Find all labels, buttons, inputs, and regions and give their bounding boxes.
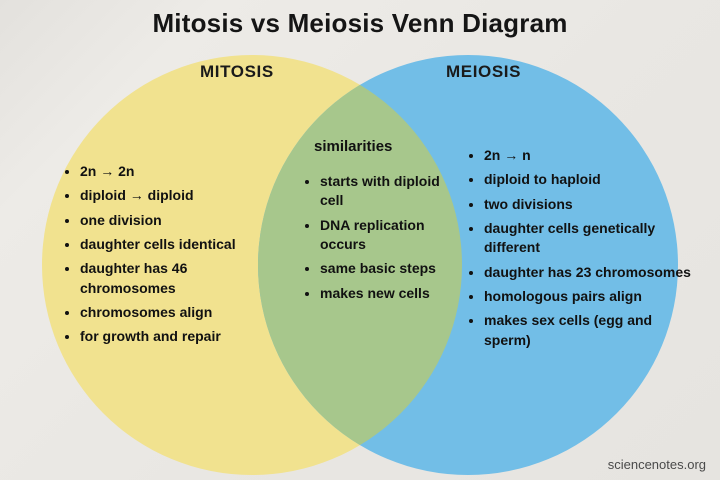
meiosis-list: 2n → n diploid to haploid two divisions dau… [466, 146, 696, 355]
list-item: homologous pairs align [484, 287, 696, 306]
similarities-list: starts with diploid cellDNA replication … [302, 172, 462, 308]
meiosis-label: MEIOSIS [446, 62, 522, 81]
site-credit: sciencenotes.org [607, 457, 706, 472]
list-item: 2n → n [484, 146, 696, 165]
list-item: 2n → 2n [80, 162, 280, 181]
similarities-heading: similarities [314, 138, 393, 155]
list-item: diploid to haploid [484, 170, 696, 189]
list-item: makes new cells [320, 284, 462, 303]
overlap-region [258, 55, 462, 475]
list-item: starts with diploid cell [320, 172, 462, 211]
list-item: two divisions [484, 195, 696, 214]
list-item: daughter cells genetically different [484, 219, 696, 258]
list-item: diploid → diploid [80, 186, 280, 205]
list-item: chromosomes align [80, 303, 280, 322]
page-title: Mitosis vs Meiosis Venn Diagram [152, 8, 568, 38]
list-item: same basic steps [320, 259, 462, 278]
mitosis-label: MITOSIS [200, 62, 274, 81]
list-item: makes sex cells (egg and sperm) [484, 311, 696, 350]
list-item: DNA replication occurs [320, 216, 462, 255]
mitosis-list: 2n → 2n diploid → diploid one division daug… [62, 162, 280, 352]
list-item: daughter cells identical [80, 235, 280, 254]
list-item: daughter has 23 chromosomes [484, 263, 696, 282]
list-item: one division [80, 211, 280, 230]
list-item: for growth and repair [80, 327, 280, 346]
list-item: daughter has 46 chromosomes [80, 259, 280, 298]
